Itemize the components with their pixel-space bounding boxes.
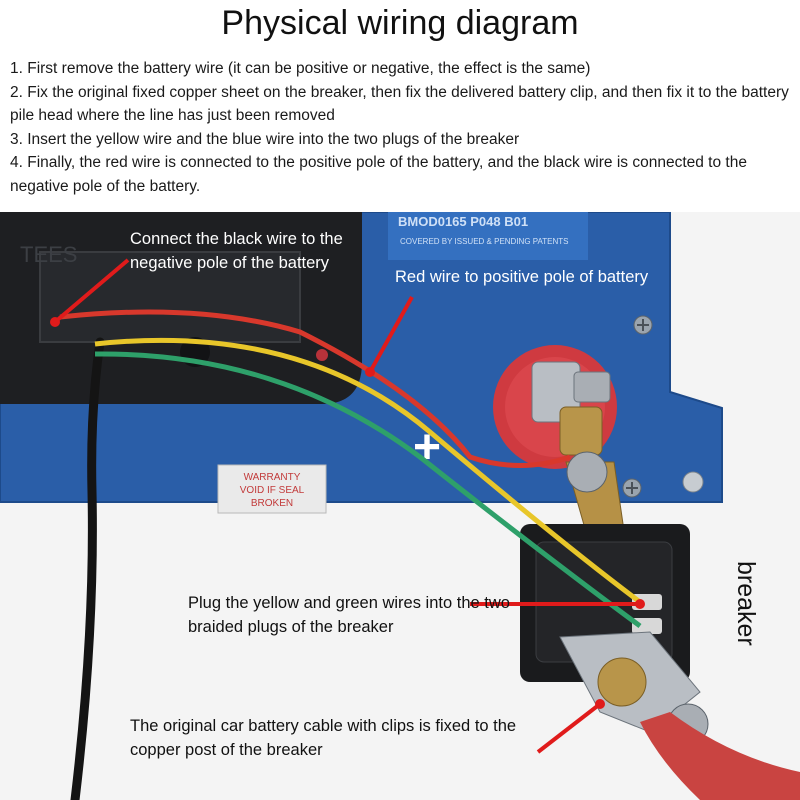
- green-wire: [94, 351, 642, 629]
- callout-black-wire: Connect the black wire to the negative p…: [130, 230, 343, 272]
- warranty-line-3: BROKEN: [251, 498, 293, 509]
- instruction-steps: 1. First remove the battery wire (it can…: [10, 57, 790, 198]
- breaker-plug-2: [632, 618, 662, 634]
- step-3: 3. Insert the yellow wire and the blue w…: [10, 130, 520, 148]
- plate-line-2: COVERED BY ISSUED & PENDING PATENTS: [400, 237, 568, 246]
- panel-rivet: [682, 471, 704, 493]
- callout-dot-black-wire: [50, 317, 60, 327]
- step-2: 2. Fix the original fixed copper sheet o…: [10, 83, 789, 125]
- callout-line-red-wire: [368, 296, 414, 373]
- black-wire: [70, 337, 105, 800]
- embossed-text: TEES: [20, 242, 77, 267]
- clamp-bolt-head: [573, 371, 611, 403]
- callout-dot-cable: [595, 699, 605, 709]
- breaker-label: breaker: [732, 561, 760, 646]
- positive-copper-post: [559, 406, 603, 456]
- plate-line-1: BMOD0165 P048 B01: [398, 214, 528, 229]
- strap-nut-top: [566, 451, 608, 493]
- panel-edge: [0, 212, 723, 503]
- callout-red-wire: Red wire to positive pole of battery: [395, 268, 649, 286]
- warranty-sticker: [217, 464, 327, 514]
- step-1: 1. First remove the battery wire (it can…: [10, 60, 591, 77]
- label-plate: [388, 212, 588, 260]
- page-title: Physical wiring diagram: [221, 4, 579, 42]
- screw-cross-bottom: [626, 482, 638, 494]
- screw-cross-top: [637, 319, 649, 331]
- wiring-photo: TEES BMOD0165 P048 B01 COVERED BY ISSUED…: [0, 212, 800, 800]
- callout-dot-red-wire: [365, 367, 375, 377]
- warranty-line-2: VOID IF SEAL: [240, 485, 305, 496]
- warranty-line-1: WARRANTY: [244, 472, 301, 483]
- callout-plugs: Plug the yellow and green wires into the…: [188, 594, 510, 636]
- step-4: 4. Finally, the red wire is connected to…: [10, 154, 747, 195]
- cover-screw: [316, 349, 328, 361]
- callout-dot-plugs: [635, 599, 645, 609]
- clamp-copper-post: [597, 657, 647, 707]
- car-battery-cable: [640, 712, 800, 800]
- callout-line-black-wire: [53, 258, 130, 324]
- yellow-wire: [94, 337, 642, 604]
- callout-cable: The original car battery cable with clip…: [130, 717, 517, 759]
- wiring-photo-illustration: TEES BMOD0165 P048 B01 COVERED BY ISSUED…: [0, 212, 800, 800]
- callout-line-cable: [536, 702, 602, 754]
